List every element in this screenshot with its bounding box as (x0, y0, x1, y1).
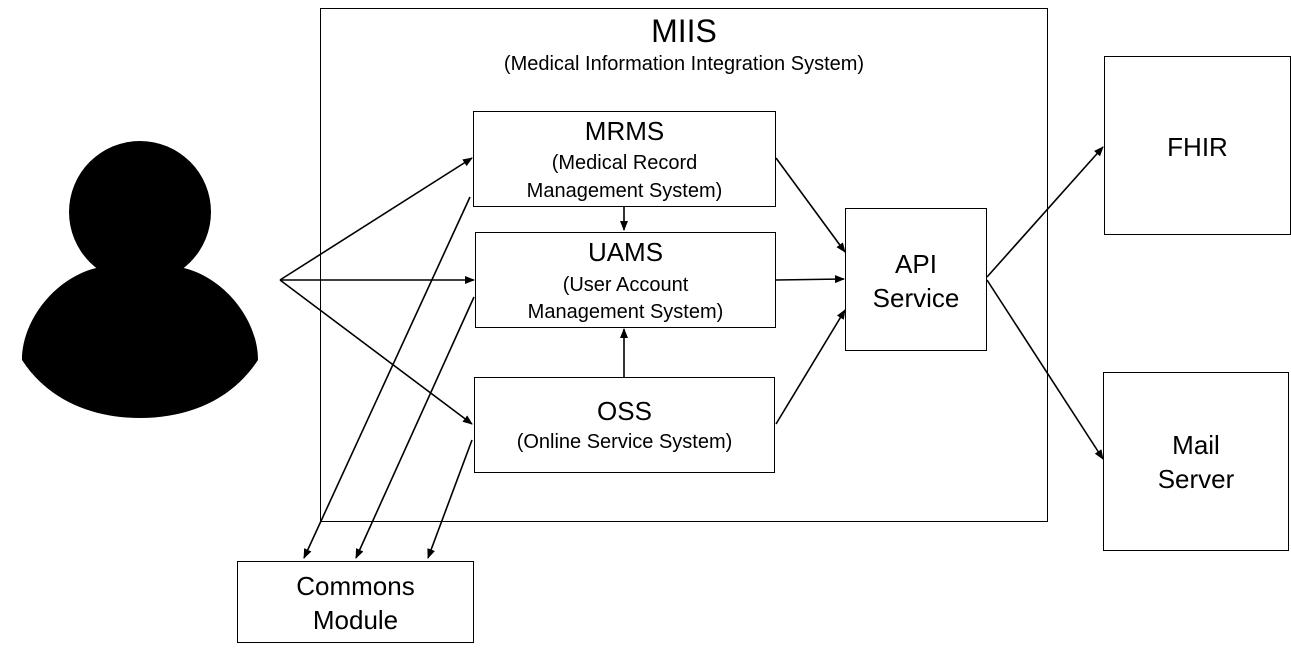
uams-title: UAMS (587, 237, 664, 267)
uams-box[interactable]: UAMS (User Account Management System) (475, 232, 776, 328)
arrow-uams-to-api (775, 275, 845, 284)
oss-box[interactable]: OSS (Online Service System) (474, 377, 775, 473)
person-icon (22, 141, 258, 418)
arrow-oss-to-commons (427, 439, 473, 559)
uams-line2: Management System) (527, 301, 724, 323)
mrms-box[interactable]: MRMS (Medical Record Management System) (473, 111, 776, 207)
api-service-box[interactable]: API Service (845, 208, 987, 351)
api-line1: API (895, 249, 937, 279)
mrms-line2: Management System) (526, 180, 723, 202)
fhir-title: FHIR (1167, 132, 1228, 162)
miis-container: MIIS (Medical Information Integration Sy… (320, 8, 1048, 522)
oss-line1: (Online Service System) (516, 431, 733, 453)
commons-line1: Commons (296, 571, 415, 601)
mrms-line1: (Medical Record (551, 152, 698, 174)
arrow-oss-to-api (775, 309, 846, 425)
miis-subtitle: (Medical Information Integration System) (503, 53, 865, 75)
arrow-mrms-to-api (775, 157, 846, 253)
commons-line2: Module (312, 605, 399, 635)
uams-line1: (User Account (562, 274, 689, 296)
api-line2: Service (872, 283, 960, 313)
fhir-box[interactable]: FHIR (1104, 56, 1291, 235)
oss-title: OSS (597, 396, 652, 426)
mail-server-box[interactable]: Mail Server (1103, 372, 1289, 551)
mrms-title: MRMS (584, 116, 665, 146)
commons-module-box[interactable]: Commons Module (237, 561, 474, 643)
arrow-api-to-mail (986, 279, 1104, 460)
mail-line2: Server (1157, 464, 1235, 494)
arrow-api-to-fhir (986, 146, 1104, 278)
miis-title: MIIS (651, 13, 717, 49)
mail-line1: Mail (1172, 430, 1220, 460)
arrow-user-to-mrms (279, 157, 473, 281)
arrow-user-to-oss (279, 279, 473, 425)
arrow-uams-to-commons (355, 296, 475, 559)
arrow-mrms-to-commons (303, 196, 471, 559)
